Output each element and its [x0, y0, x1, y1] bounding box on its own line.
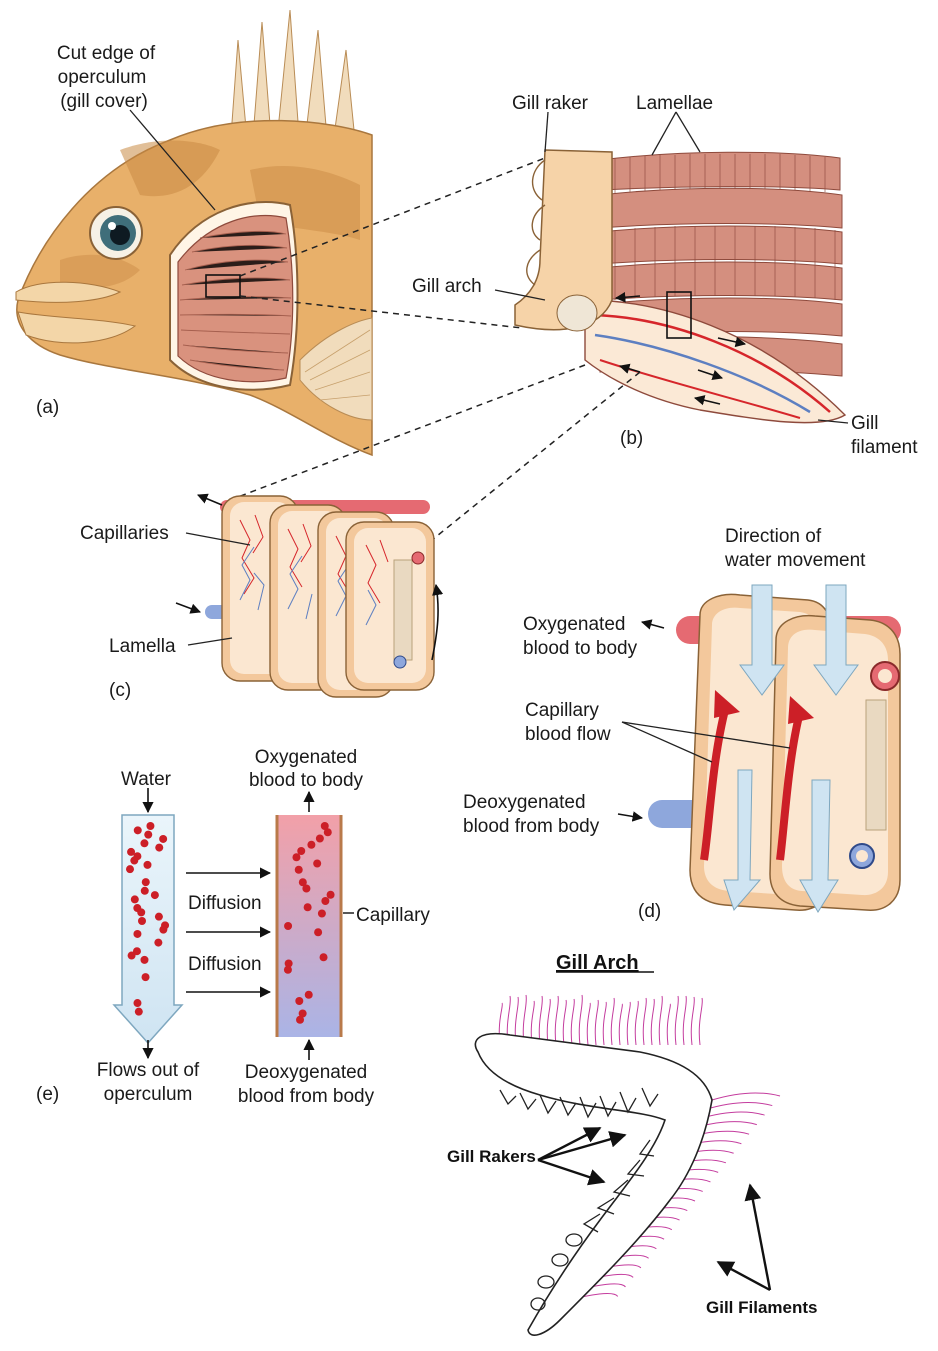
lamella-label: Lamella [109, 636, 176, 657]
flows-out-line2: operculum [104, 1084, 193, 1105]
gill-arch-title: Gill Arch [556, 952, 639, 974]
water-direction-line1: Direction of [725, 526, 822, 547]
diffusion-label-2: Diffusion [188, 954, 262, 975]
d-oxygenated-line2: blood to body [523, 638, 638, 659]
panel-b-tag: (b) [620, 428, 643, 449]
e-water-label: Water [121, 769, 172, 790]
gill-rakers-label: Gill Rakers [447, 1147, 536, 1166]
gill-raker-label: Gill raker [512, 93, 589, 114]
countercurrent-lamellae-illustration [648, 585, 901, 912]
d-deoxygenated-line1: Deoxygenated [463, 792, 586, 813]
filaments-pointer-1 [750, 1185, 770, 1290]
capillary-flow-line1: Capillary [525, 700, 599, 721]
countercurrent-schematic [114, 788, 354, 1060]
e-capillary-label: Capillary [356, 905, 430, 926]
gill-arch-detail-illustration [515, 150, 845, 423]
operculum-label-line2: operculum [58, 67, 147, 88]
deoxy-in-arrow [618, 814, 642, 818]
gill-filaments-label: Gill Filaments [706, 1298, 817, 1317]
oxy-out-arrow [642, 622, 664, 628]
flows-out-line1: Flows out of [97, 1060, 200, 1081]
d-oxygenated-line1: Oxygenated [523, 614, 625, 635]
panel-e-tag: (e) [36, 1084, 59, 1105]
e-oxygenated-line2: blood to body [249, 770, 364, 791]
lamellae-leader-1 [652, 112, 676, 155]
operculum-label-line3: (gill cover) [60, 91, 148, 112]
e-oxygenated-line1: Oxygenated [255, 747, 357, 768]
diffusion-label-1: Diffusion [188, 893, 262, 914]
capillary-flow-line2: blood flow [525, 724, 611, 745]
panel-d-tag: (d) [638, 901, 661, 922]
lamellae-leader-2 [676, 112, 700, 152]
d-deoxygenated-line2: blood from body [463, 816, 600, 837]
lamellae-label: Lamellae [636, 93, 713, 114]
gill-arch-label: Gill arch [412, 276, 482, 297]
e-deoxygenated-line2: blood from body [238, 1086, 375, 1107]
gill-raker-leader [545, 112, 548, 152]
panel-c-tag: (c) [109, 680, 131, 701]
gill-filament-label-line2: filament [851, 437, 918, 458]
capillaries-label: Capillaries [80, 523, 169, 544]
gill-filament-label-line1: Gill [851, 413, 878, 434]
operculum-label-line1: Cut edge of [57, 43, 156, 64]
panel-a-tag: (a) [36, 397, 59, 418]
water-direction-line2: water movement [724, 550, 866, 571]
lamellae-illustration [176, 495, 438, 697]
rakers-pointer-3 [538, 1160, 604, 1182]
connector-b-c-right [432, 372, 640, 540]
e-deoxygenated-line1: Deoxygenated [245, 1062, 368, 1083]
filaments-pointer-2 [718, 1262, 770, 1290]
